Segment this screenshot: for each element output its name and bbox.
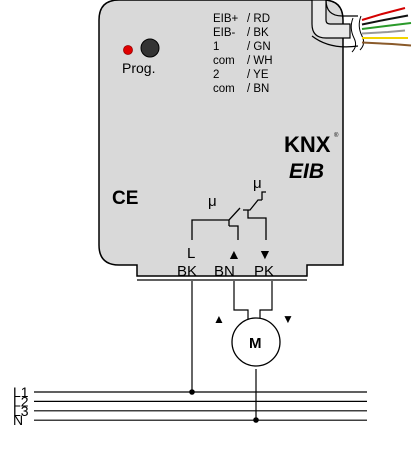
cable-sheath xyxy=(311,0,351,39)
cable-break xyxy=(350,15,365,53)
wire-color-3: / WH xyxy=(247,55,273,67)
cable-wires xyxy=(361,7,412,47)
wire-color-2: / GN xyxy=(247,41,271,53)
ce-mark: CE xyxy=(112,188,138,209)
cable-wire-3 xyxy=(361,29,406,35)
motor-symbol xyxy=(231,317,281,367)
relay-label-1: μ xyxy=(208,193,217,210)
wire-color-4: / YE xyxy=(247,69,269,81)
junction-n xyxy=(253,417,259,423)
prog-led xyxy=(123,45,133,55)
terminal-bk-label: BK xyxy=(177,263,197,280)
cable-wire-5 xyxy=(361,41,412,47)
wire-color-1: / BK xyxy=(247,27,269,39)
logo-registered: ® xyxy=(334,132,339,139)
eib-logo-text: EIB xyxy=(289,160,324,183)
cable-outer xyxy=(311,0,359,48)
motor-label: M xyxy=(249,335,262,352)
output-wiring xyxy=(191,281,273,420)
motor-down-arrow: ▼ xyxy=(282,312,294,326)
wire-color-0: / RD xyxy=(247,13,270,25)
supply-label-l2: L2 xyxy=(13,393,29,409)
terminal-down-label: ▼ xyxy=(258,246,272,262)
prog-button[interactable] xyxy=(140,38,160,58)
terminal-pk-label: PK xyxy=(254,263,274,280)
terminal-up-label: ▲ xyxy=(227,246,241,262)
wire-terminal-2: 1 xyxy=(213,41,219,53)
knx-logo-text: KNX xyxy=(284,132,331,157)
wire-terminal-5: com xyxy=(213,83,235,95)
terminal-l-label: L xyxy=(187,245,195,262)
knx-eib-logo: KNX ® EIB xyxy=(284,132,339,183)
supply-label-l3: L3 xyxy=(13,403,29,419)
actuator-housing xyxy=(98,0,344,277)
relay-schematic xyxy=(191,191,267,240)
wire-color-table: EIB+ / RD EIB- / BK 1 / GN com / WH 2 / YE com / BN xyxy=(213,13,273,95)
relay-label-2: μ xyxy=(253,175,262,192)
terminal-bn-label: BN xyxy=(214,263,235,280)
junction-l1 xyxy=(189,389,195,395)
cable-wire-2 xyxy=(361,22,412,30)
wire-terminal-3: com xyxy=(213,55,235,67)
cable-wire-1 xyxy=(361,14,409,26)
motor-up-arrow: ▲ xyxy=(213,312,225,326)
wire-color-5: / BN xyxy=(247,83,269,95)
supply-label-l1: L1 xyxy=(13,384,29,400)
wire-terminal-0: EIB+ xyxy=(213,13,239,25)
cable-wire-0 xyxy=(361,7,406,21)
supply-label-n: N xyxy=(13,412,23,428)
prog-label: Prog. xyxy=(122,60,155,76)
wire-terminal-4: 2 xyxy=(213,69,219,81)
wire-terminal-1: EIB- xyxy=(213,27,236,39)
